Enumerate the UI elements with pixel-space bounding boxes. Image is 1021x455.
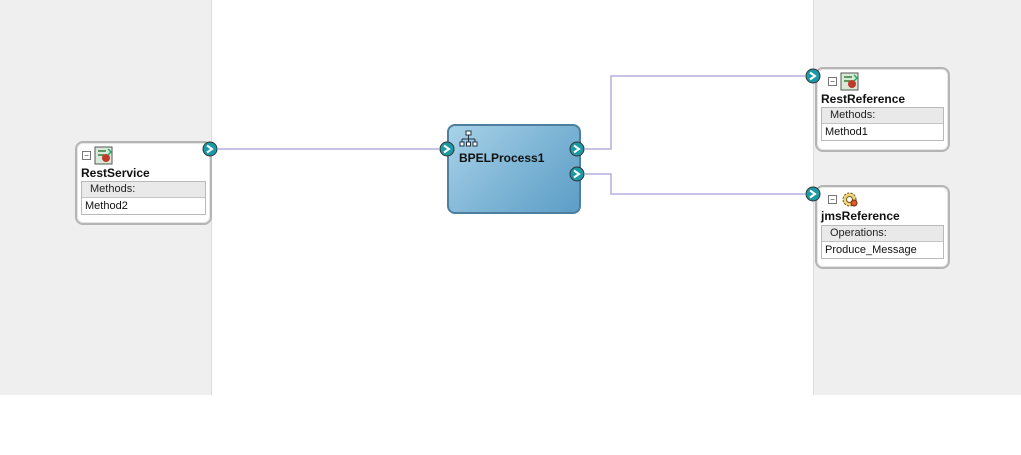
bpel-process-icon [459,130,478,147]
methods-header: Methods: [82,182,205,198]
method-item[interactable]: Method1 [822,124,943,140]
service-port-icon[interactable] [202,141,218,157]
reference-card-restreference[interactable]: − RestReference Methods: Method1 [815,67,950,152]
bpel-service-port-icon[interactable] [439,141,455,157]
bpel-component[interactable]: BPELProcess1 [447,124,581,214]
reference-card-header: − [828,72,859,91]
reference-port-icon[interactable] [805,68,821,84]
bpel-reference-port-icon[interactable] [569,141,585,157]
component-title: BPELProcess1 [459,151,545,165]
reference-title: RestReference [821,92,906,106]
rest-reference-icon [840,72,859,91]
reference-title: jmsReference [821,209,900,223]
reference-card-header: − [828,190,859,209]
methods-section: Methods: Method2 [81,181,206,215]
rest-service-icon [94,146,113,165]
collapse-toggle[interactable]: − [828,195,837,204]
operations-section: Operations: Produce_Message [821,225,944,259]
methods-section: Methods: Method1 [821,107,944,141]
wire-bpel-to-jmsreference[interactable] [585,173,805,195]
reference-card-jmsreference[interactable]: − jmsReference Operations: Produce_Messa… [815,185,950,269]
wire-bpel-to-restreference[interactable] [585,75,805,150]
reference-port-icon[interactable] [805,186,821,202]
service-card-restservice[interactable]: − RestService Methods: Method2 [75,141,212,225]
collapse-toggle[interactable]: − [82,151,91,160]
operations-header: Operations: [822,226,943,242]
bpel-reference-port-icon[interactable] [569,166,585,182]
service-title: RestService [81,166,150,180]
method-item[interactable]: Method2 [82,198,205,214]
methods-header: Methods: [822,108,943,124]
service-card-header: − [82,146,113,165]
jms-adapter-gear-icon [842,192,858,207]
operation-item[interactable]: Produce_Message [822,242,943,258]
collapse-toggle[interactable]: − [828,77,837,86]
